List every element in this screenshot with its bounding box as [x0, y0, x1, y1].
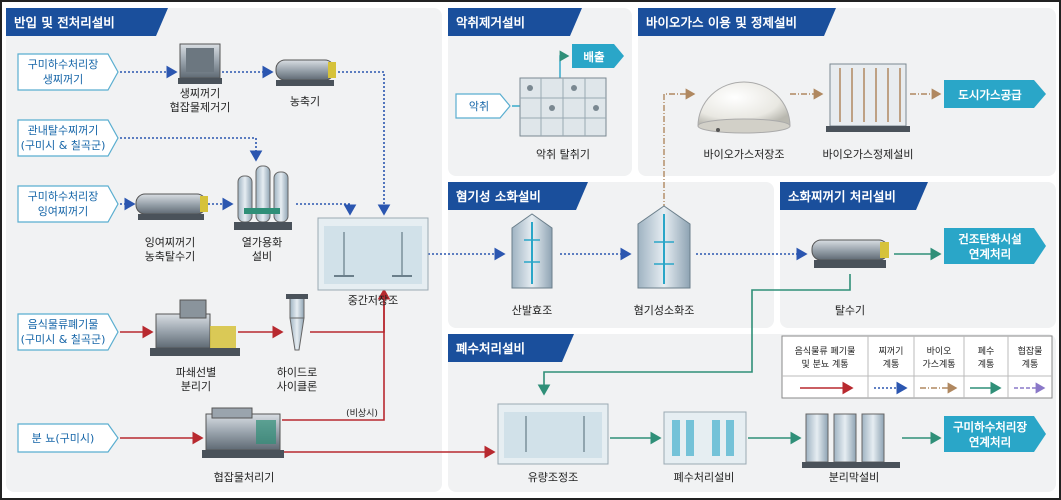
- label-raw-screen-1: 생찌꺼기: [180, 87, 220, 100]
- label-storage: 중간저장조: [348, 294, 399, 307]
- thickener-machine: [275, 59, 336, 86]
- excess-thickener-machine: [135, 193, 208, 220]
- label-raw-screen-2: 협잡물제거기: [170, 101, 231, 114]
- svg-text:(구미시 & 칠곡군): (구미시 & 칠곡군): [21, 139, 106, 152]
- input-odor: 악취: [455, 93, 511, 119]
- biogas-holder: [697, 81, 791, 134]
- legend: 음식물류 폐기물 및 분뇨 계통 찌꺼기 계통 바이오 가스계통 폐수 계통 협…: [781, 335, 1053, 399]
- acid-fermentation-tank: [511, 213, 553, 289]
- svg-text:연계처리: 연계처리: [969, 435, 1011, 449]
- screenings-processor: [202, 407, 284, 458]
- crusher-separator: [150, 299, 240, 356]
- svg-text:및 분뇨 계통: 및 분뇨 계통: [801, 358, 848, 370]
- svg-text:음식물류폐기물: 음식물류폐기물: [28, 318, 99, 331]
- svg-text:계통: 계통: [883, 358, 900, 370]
- svg-text:관내탈수찌꺼기: 관내탈수찌꺼기: [28, 124, 99, 137]
- svg-text:음식물류 폐기물: 음식물류 폐기물: [795, 345, 856, 357]
- hydrocyclone: [286, 294, 308, 351]
- odor-lines: [512, 50, 570, 107]
- label-excess-1: 잉여찌꺼기: [145, 236, 196, 249]
- sludge-lines: [120, 65, 808, 261]
- label-gas-refine: 바이오가스정제설비: [822, 148, 913, 161]
- label-crusher-2: 분리기: [181, 380, 211, 393]
- svg-text:반입 및 전처리설비: 반입 및 전처리설비: [14, 15, 115, 30]
- equalization-tank: [497, 403, 609, 465]
- label-odor-tower: 악취 탈취기: [536, 148, 590, 161]
- label-excess-2: 농축탈수기: [145, 250, 196, 263]
- svg-text:계통: 계통: [978, 358, 995, 370]
- raw-screen-machine: [178, 43, 222, 84]
- svg-text:소화찌꺼기 처리설비: 소화찌꺼기 처리설비: [788, 189, 896, 204]
- label-equalize: 유량조정조: [528, 471, 579, 484]
- input-food: 음식물류폐기물 (구미시 & 칠곡군): [17, 313, 119, 351]
- svg-text:잉여찌꺼기: 잉여찌꺼기: [38, 205, 89, 218]
- dewatering-centrifuge: [811, 239, 889, 268]
- wastewater-lines: [537, 247, 942, 445]
- label-gas-holder: 바이오가스저장조: [704, 148, 785, 161]
- svg-text:찌꺼기: 찌꺼기: [879, 346, 904, 357]
- output-dry-carb: 건조탄화시설 연계처리: [944, 228, 1046, 264]
- input-gwannae: 관내탈수찌꺼기 (구미시 & 칠곡군): [17, 119, 119, 157]
- storage-tank: [317, 217, 429, 291]
- header-wastewater: 폐수처리설비: [448, 334, 574, 362]
- svg-text:배출: 배출: [583, 50, 605, 64]
- header-sludge: 소화찌꺼기 처리설비: [780, 182, 928, 210]
- panel-intake: [6, 8, 442, 492]
- label-acid-tank: 산발효조: [512, 304, 552, 317]
- header-intake: 반입 및 전처리설비: [6, 8, 168, 36]
- svg-text:(구미시 & 칠곡군): (구미시 & 칠곡군): [21, 333, 106, 346]
- label-thickener: 농축기: [290, 95, 320, 108]
- input-gumi-raw: 구미하수처리장 생찌꺼기: [17, 53, 119, 91]
- svg-text:혐기성 소화설비: 혐기성 소화설비: [456, 189, 541, 204]
- svg-text:협잡물: 협잡물: [1018, 345, 1043, 357]
- label-membrane: 분리막설비: [829, 471, 880, 484]
- biogas-refiner: [826, 63, 910, 132]
- svg-text:바이오: 바이오: [927, 346, 952, 357]
- output-city-gas: 도시가스공급: [944, 80, 1046, 108]
- panel-sludge: [780, 182, 1056, 328]
- svg-text:계통: 계통: [1022, 358, 1039, 370]
- svg-text:건조탄화시설: 건조탄화시설: [958, 232, 1021, 246]
- svg-text:분 뇨(구미시): 분 뇨(구미시): [32, 432, 95, 445]
- output-exhaust: 배출: [572, 44, 624, 68]
- svg-text:도시가스공급: 도시가스공급: [958, 88, 1022, 102]
- svg-text:구미하수처리장: 구미하수처리장: [28, 57, 99, 71]
- input-gumi-excess: 구미하수처리장 잉여찌꺼기: [17, 185, 119, 223]
- label-ww-treat: 폐수처리설비: [674, 471, 735, 484]
- output-gumi-link: 구미하수처리장 연계처리: [944, 416, 1046, 452]
- svg-text:가스계통: 가스계통: [922, 358, 955, 370]
- label-emergency: (비상시): [346, 408, 378, 419]
- food-lines: [120, 288, 496, 459]
- svg-text:폐수: 폐수: [978, 345, 995, 357]
- label-cyclone-1: 하이드로: [277, 365, 317, 379]
- label-thermal-2: 설비: [252, 250, 272, 263]
- membrane-unit: [802, 413, 900, 468]
- anaerobic-digester: [637, 205, 691, 289]
- wastewater-treatment-unit: [663, 411, 747, 465]
- svg-text:악취제거설비: 악취제거설비: [456, 15, 525, 30]
- input-manure: 분 뇨(구미시): [17, 423, 119, 453]
- header-biogas: 바이오가스 이용 및 정제설비: [638, 8, 836, 36]
- label-thermal-1: 열가용화: [242, 236, 282, 249]
- header-digest: 혐기성 소화설비: [448, 182, 588, 210]
- svg-text:생찌꺼기: 생찌꺼기: [43, 73, 83, 86]
- svg-text:폐수처리설비: 폐수처리설비: [456, 341, 525, 356]
- label-cyclone-2: 사이클론: [277, 380, 317, 393]
- svg-text:바이오가스 이용 및 정제설비: 바이오가스 이용 및 정제설비: [646, 15, 797, 30]
- biogas-lines: [663, 88, 942, 210]
- label-dewater: 탈수기: [835, 304, 865, 317]
- odor-scrubber: [519, 77, 607, 137]
- label-screen-proc: 협잡물처리기: [214, 471, 275, 484]
- svg-text:구미하수처리장: 구미하수처리장: [28, 189, 99, 203]
- svg-text:연계처리: 연계처리: [969, 247, 1011, 261]
- label-anaerobic: 혐기성소화조: [634, 304, 695, 317]
- svg-text:악취: 악취: [469, 100, 489, 113]
- label-crusher-1: 파쇄선별: [176, 366, 216, 379]
- header-odor: 악취제거설비: [448, 8, 582, 36]
- svg-text:구미하수처리장: 구미하수처리장: [953, 420, 1027, 434]
- thermal-hydrolysis-unit: [234, 165, 292, 230]
